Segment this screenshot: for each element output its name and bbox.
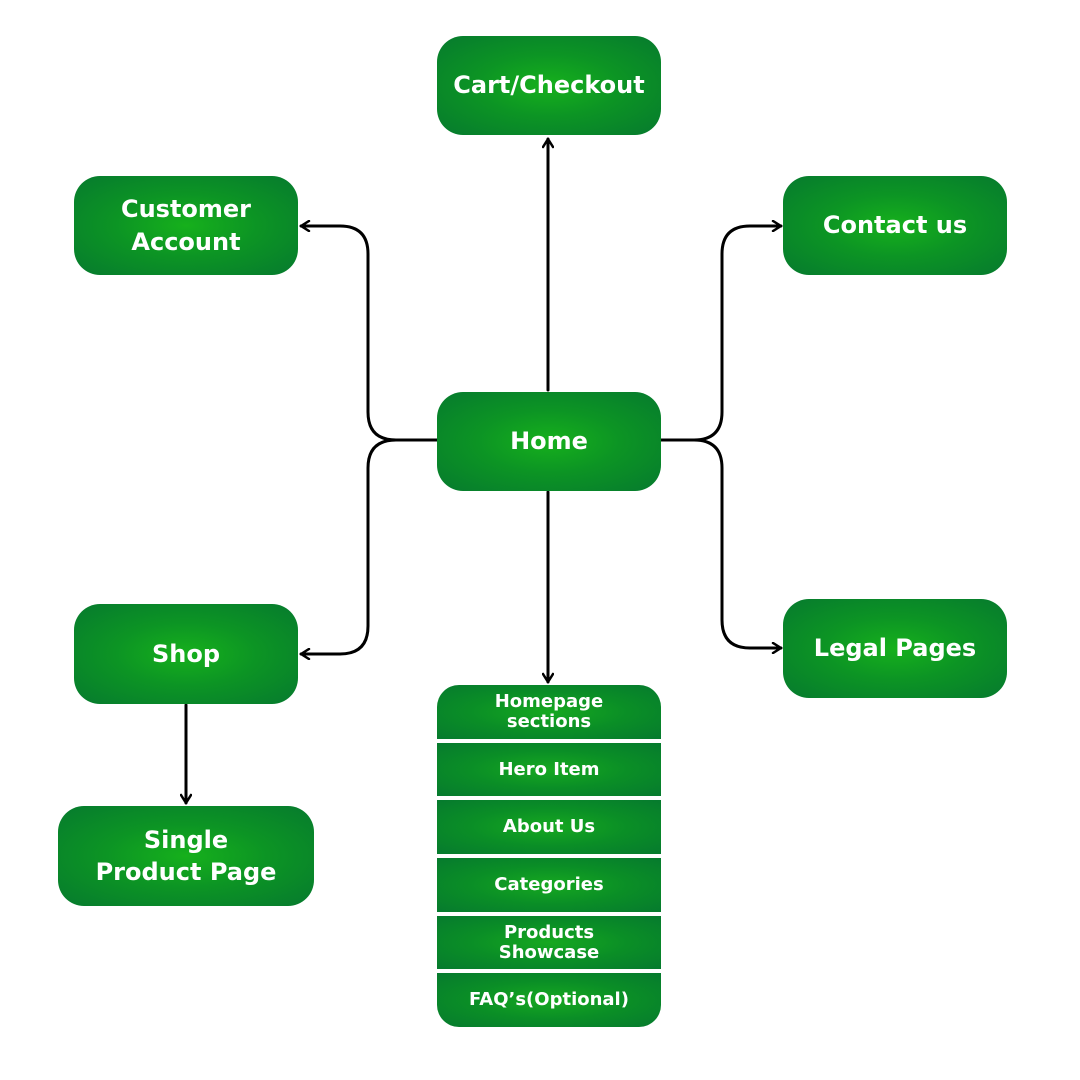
single-product-page-node: Single Product Page — [58, 806, 314, 906]
home-node: Home — [437, 392, 661, 491]
shop-node: Shop — [74, 604, 298, 704]
connector-home-to-contact — [659, 226, 783, 442]
home-label: Home — [510, 427, 588, 456]
shop-label: Shop — [151, 639, 221, 668]
homepage-sections-label: Homepage sections — [494, 691, 604, 732]
section-categories: Categories — [437, 854, 661, 912]
section-products-showcase-label: Products Showcase — [498, 921, 600, 963]
section-about-us: About Us — [437, 796, 661, 855]
homepage-sections-header: Homepage sections — [437, 685, 661, 739]
single-product-page-label: Single Product Page — [95, 825, 277, 886]
section-products-showcase: Products Showcase — [437, 911, 661, 970]
customer-account-label: Customer Account — [120, 195, 252, 256]
section-faqs-label: FAQ’s(Optional) — [469, 989, 629, 1011]
contact-us-node: Contact us — [783, 176, 1007, 275]
connector-home-to-shop — [299, 438, 398, 654]
legal-pages-node: Legal Pages — [783, 599, 1007, 698]
contact-us-label: Contact us — [822, 211, 968, 240]
cart-checkout-label: Cart/Checkout — [453, 71, 645, 100]
connector-home-to-customer-account — [299, 226, 439, 442]
homepage-sections-stack: Homepage sections Hero Item About Us Cat… — [437, 685, 661, 1027]
connector-home-to-legal — [692, 438, 783, 648]
cart-checkout-node: Cart/Checkout — [437, 36, 661, 135]
section-categories-label: Categories — [494, 873, 604, 895]
section-faqs: FAQ’s(Optional) — [437, 969, 661, 1027]
legal-pages-label: Legal Pages — [813, 634, 977, 663]
customer-account-node: Customer Account — [74, 176, 298, 275]
section-hero-item: Hero Item — [437, 738, 661, 797]
section-about-us-label: About Us — [502, 816, 596, 838]
section-hero-item-label: Hero Item — [498, 758, 600, 780]
